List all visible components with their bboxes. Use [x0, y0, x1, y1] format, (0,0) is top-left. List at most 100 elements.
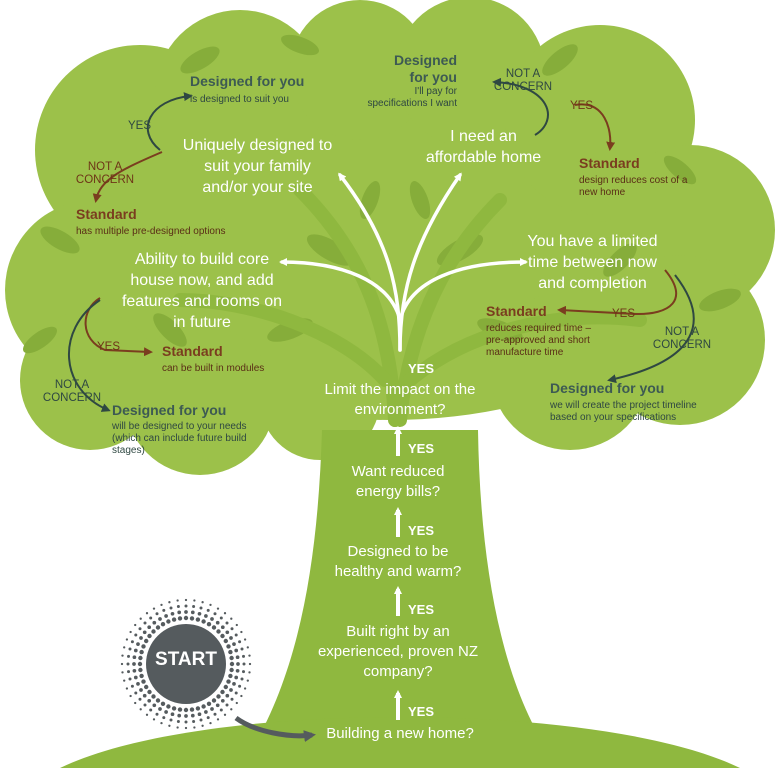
starburst-dot	[184, 720, 188, 724]
starburst-dot	[160, 603, 163, 607]
question-build-core-house: Ability to build core house now, and add…	[121, 251, 283, 331]
modules-standard-desc: can be built in modules	[162, 363, 265, 374]
time-not-concern-tag: NOT A CONCERN	[652, 326, 712, 351]
starburst-dot	[234, 648, 239, 653]
starburst-dot	[132, 662, 136, 666]
starburst-dot	[216, 694, 221, 699]
starburst-dot	[121, 654, 124, 657]
starburst-dot	[155, 625, 161, 630]
starburst-dot	[223, 713, 227, 716]
affordable-yes-tag: YES	[570, 100, 594, 112]
starburst-dot	[229, 655, 234, 661]
start-arrow	[234, 715, 316, 743]
starburst-dot	[235, 668, 240, 673]
starburst-dot	[215, 703, 220, 708]
starburst-dot	[192, 720, 196, 723]
starburst-dot	[162, 716, 166, 720]
starburst-dot	[226, 644, 231, 649]
starburst-dot	[168, 601, 171, 604]
starburst-dot	[232, 642, 236, 646]
starburst-dot	[168, 724, 171, 727]
starburst-dot	[152, 718, 156, 721]
starburst-dot	[235, 623, 238, 627]
starburst-dot	[183, 707, 189, 713]
affordable-not-concern-tag: NOT A CONCERN	[493, 68, 553, 93]
starburst-dot	[190, 610, 195, 615]
starburst-dot	[225, 703, 229, 707]
starburst-dot	[128, 647, 132, 651]
question-environment: Limit the impact on the environment?	[324, 381, 476, 418]
question-uniquely-designed: Uniquely designed to suit your family an…	[182, 137, 333, 196]
family-designed-heading: Designed for you	[190, 73, 305, 89]
family-not-concern-tag: NOT A CONCERN	[75, 161, 135, 186]
starburst-dot	[152, 703, 157, 708]
modules-designed-desc: will be designed to your needs (which ca…	[112, 421, 247, 456]
starburst-dot	[155, 712, 159, 716]
starburst-dot	[206, 608, 210, 612]
starburst-dot	[219, 708, 223, 712]
starburst-dot	[134, 623, 137, 627]
starburst-dot	[223, 638, 228, 644]
starburst-dot	[234, 633, 238, 637]
question-healthy-warm: Designed to be healthy and warm?	[334, 543, 462, 580]
starburst-dot	[216, 607, 220, 610]
starburst-dot	[225, 693, 230, 698]
starburst-dot	[164, 710, 168, 714]
starburst-dot	[220, 689, 225, 695]
starburst-dot	[220, 625, 225, 630]
starburst-dot	[190, 713, 195, 718]
starburst-dot	[164, 614, 168, 618]
starburst-dot	[169, 718, 173, 722]
ground	[60, 717, 740, 768]
starburst-dot	[151, 629, 156, 634]
starburst-dot	[184, 714, 188, 718]
starburst-dot	[189, 707, 195, 712]
starburst-dot	[177, 616, 183, 621]
starburst-dot	[228, 649, 233, 655]
start-circle[interactable]	[146, 624, 226, 704]
starburst-dot	[139, 708, 142, 711]
starburst-dot	[142, 693, 147, 698]
starburst-dot	[201, 601, 204, 604]
starburst-dot	[206, 701, 212, 706]
starburst-dot	[248, 671, 251, 674]
starburst-dot	[229, 667, 234, 673]
starburst-dot	[166, 704, 171, 709]
starburst-dot	[184, 604, 188, 608]
starburst-dot	[138, 697, 142, 701]
starburst-dot	[223, 684, 228, 690]
starburst-dot	[246, 646, 249, 649]
starburst-dot	[176, 605, 180, 608]
starburst-dot	[169, 606, 173, 610]
starburst-dot	[184, 726, 188, 730]
starburst-dot	[195, 706, 201, 711]
starburst-dot	[139, 617, 142, 620]
starburst-dot	[225, 630, 230, 635]
starburst-dot	[223, 612, 227, 615]
starburst-dot	[197, 611, 202, 616]
starburst-dot	[176, 720, 180, 723]
starburst-dot	[170, 712, 175, 717]
affordable-designed-desc: I'll pay for specifications I want	[367, 86, 458, 109]
decision-arrows	[67, 77, 695, 412]
starburst-dot	[240, 647, 244, 651]
starburst-dot	[201, 724, 204, 727]
starburst-dot	[160, 721, 163, 725]
affordable-standard-heading: Standard	[579, 155, 640, 171]
family-standard-heading: Standard	[76, 206, 137, 222]
starburst-dot	[216, 718, 220, 721]
starburst-dot	[195, 617, 201, 622]
starburst-dot	[246, 679, 249, 682]
starburst-dot	[229, 688, 233, 692]
starburst-dot	[132, 655, 137, 660]
starburst-dot	[176, 599, 179, 602]
starburst-dot	[139, 688, 143, 692]
starburst-dot	[152, 620, 157, 625]
starburst-dot	[225, 621, 229, 625]
starburst-dot	[240, 677, 244, 681]
starburst-dot	[229, 661, 235, 667]
starburst-dot	[184, 598, 188, 602]
starburst-dot	[136, 682, 140, 686]
start-label[interactable]: START	[155, 649, 217, 670]
starburst-dot	[155, 698, 161, 703]
